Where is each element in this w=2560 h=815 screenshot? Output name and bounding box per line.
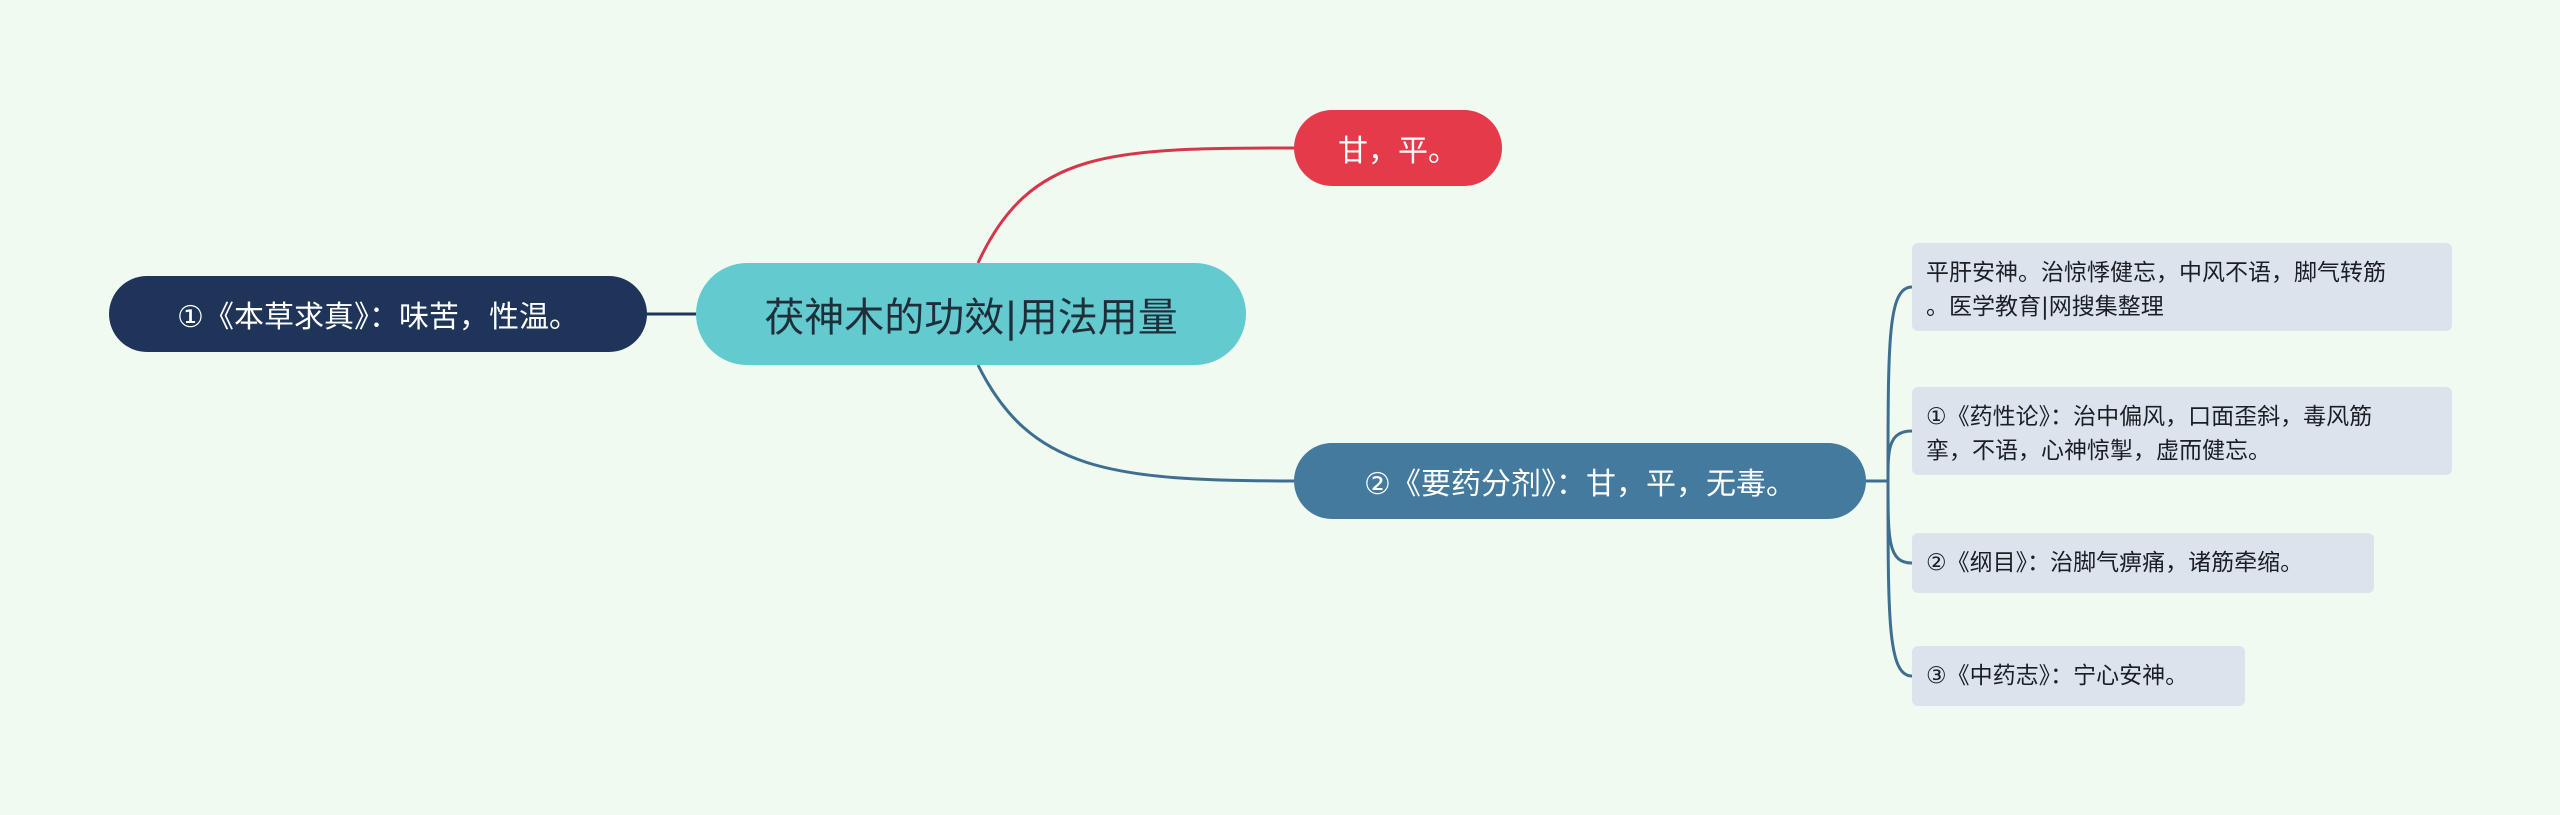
root-node-label: 茯神木的功效|用法用量 <box>764 295 1178 341</box>
leaf-text-line: 。医学教育|网搜集整理 <box>1926 294 2164 320</box>
connector-mid-to-leaf-3 <box>1886 480 1913 565</box>
leaf-node-effects[interactable]: 平肝安神。治惊悸健忘，中风不语，脚气转筋 。医学教育|网搜集整理 <box>1912 243 2452 331</box>
branch-node-yaoyao-fenji[interactable]: ②《要药分剂》：甘，平，无毒。 <box>1294 443 1866 519</box>
branch-label: 甘，平。 <box>1338 134 1458 169</box>
connector-mid-to-leaf-4 <box>1886 480 1913 678</box>
leaf-node-yaoxinglun[interactable]: ①《药性论》：治中偏风，口面歪斜，毒风筋 挛，不语，心神惊掣，虚而健忘。 <box>1912 387 2452 475</box>
leaf-text-line: 挛，不语，心神惊掣，虚而健忘。 <box>1926 438 2271 464</box>
leaf-text-line: 平肝安神。治惊悸健忘，中风不语，脚气转筋 <box>1926 260 2386 286</box>
leaf-text-line: ③《中药志》：宁心安神。 <box>1926 663 2189 689</box>
connector-mid-to-leaf-1 <box>1886 285 1913 482</box>
connector-root-to-mid <box>976 364 1295 483</box>
branch-label: ①《本草求真》：味苦，性温。 <box>177 300 579 335</box>
branch-label: ②《要药分剂》：甘，平，无毒。 <box>1364 467 1796 502</box>
leaf-text-line: ②《纲目》：治脚气痹痛，诸筋牵缩。 <box>1926 550 2304 576</box>
branch-node-taste[interactable]: 甘，平。 <box>1294 110 1502 186</box>
connector-root-to-top <box>976 146 1295 264</box>
leaf-node-gangmu[interactable]: ②《纲目》：治脚气痹痛，诸筋牵缩。 <box>1912 533 2374 593</box>
connector-mid-to-leaf-2 <box>1886 429 1913 482</box>
root-node[interactable]: 茯神木的功效|用法用量 <box>696 263 1246 365</box>
leaf-text-line: ①《药性论》：治中偏风，口面歪斜，毒风筋 <box>1926 404 2373 430</box>
leaf-node-zhongyaozhi[interactable]: ③《中药志》：宁心安神。 <box>1912 646 2245 706</box>
branch-node-bencao-qiuzhen[interactable]: ①《本草求真》：味苦，性温。 <box>109 276 647 352</box>
